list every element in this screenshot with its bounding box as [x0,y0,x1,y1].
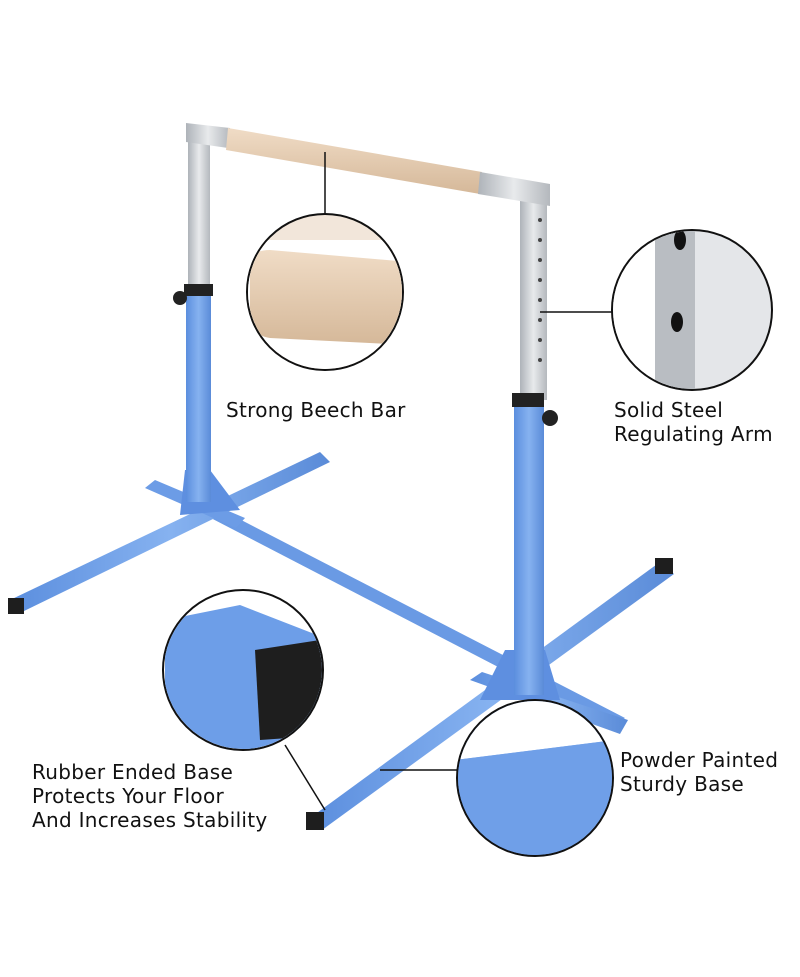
zoom-circle-beech [246,213,404,371]
rubber-end-cap [655,558,673,574]
callout-line: Solid Steel [614,398,724,422]
rubber-end-cap [8,598,24,614]
right-upright [512,195,558,695]
callout-line: And Increases Stability [32,808,268,832]
zoom-circle-steel [611,229,773,391]
callout-lines [284,152,612,811]
zoom-circle-powder [456,699,614,857]
callout-rubber-base: Rubber Ended Base Protects Your Floor An… [32,760,268,832]
callout-line: Powder Painted [620,748,779,772]
callout-powder-base: Powder Painted Sturdy Base [620,748,778,796]
callout-line: Protects Your Floor [32,784,224,808]
knob-icon [173,291,187,305]
zoom-circle-rubber [162,589,324,751]
callout-steel-arm: Solid Steel Regulating Arm [614,398,773,446]
callout-line: Sturdy Base [620,772,744,796]
callout-line: Regulating Arm [614,422,773,446]
callout-line: Rubber Ended Base [32,760,234,784]
left-base [8,452,330,614]
callout-beech-bar: Strong Beech Bar [226,398,406,422]
knob-icon [542,410,558,426]
top-bar [186,123,550,206]
rubber-end-cap [306,812,324,830]
left-upright [173,130,213,502]
